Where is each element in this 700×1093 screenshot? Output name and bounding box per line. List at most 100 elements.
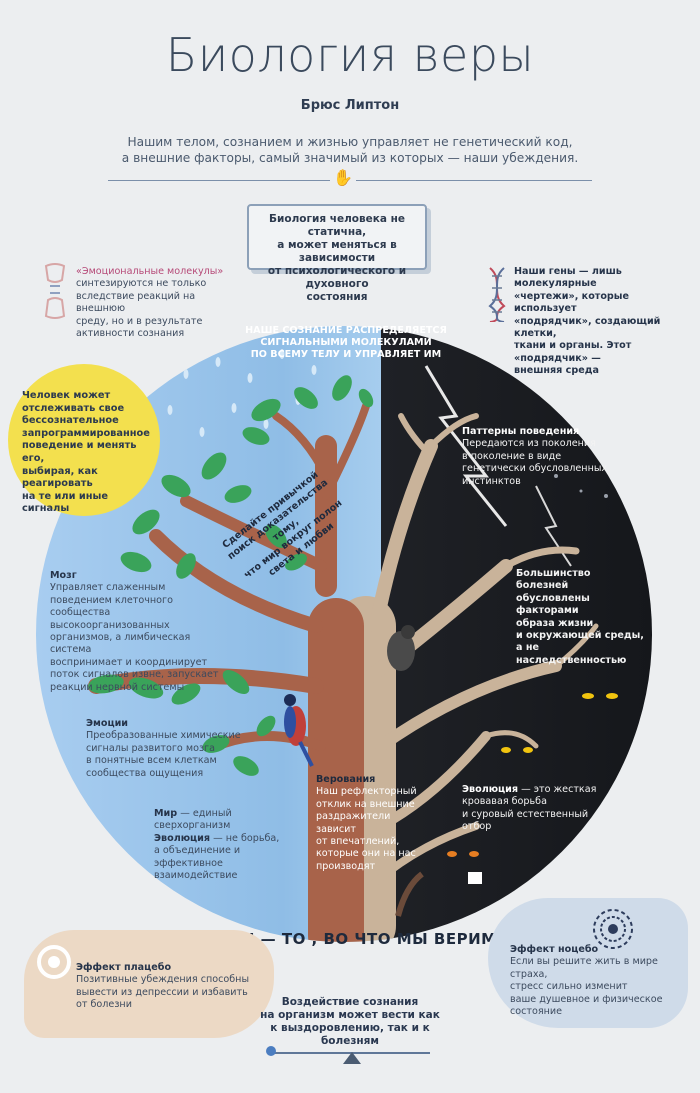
spiral-icon: [593, 909, 633, 949]
note-line: Если вы решите жить в мире страха,: [510, 956, 658, 980]
evolution-struggle-note: Эволюция — это жесткая кровавая борьба и…: [462, 784, 602, 834]
note-line: и окружающей среды,: [516, 630, 644, 642]
note-line: генетически обусловленных: [462, 463, 608, 475]
note-line: вывести из депрессии и избавить: [76, 986, 248, 998]
note-line: отклик на внешние: [316, 798, 415, 810]
caption-line: ПО ВСЕМУ ТЕЛУ И УПРАВЛЯЕТ ИМ: [250, 349, 442, 360]
author: Брюс Липтон: [300, 98, 400, 113]
note-line: от болезни: [76, 999, 132, 1011]
box-line: от психологического и духовного: [267, 265, 407, 290]
balance-fulcrum-icon: [343, 1052, 361, 1064]
note-line: «Эмоциональные молекулы»: [76, 266, 224, 277]
note-line: «подрядчик», создающий клетки,: [514, 315, 661, 340]
intro-line: Нашим телом, сознанием и жизнью управляе…: [127, 135, 573, 149]
note-title: Паттерны поведения: [462, 426, 580, 437]
note-line: стресс сильно изменит: [510, 981, 628, 993]
center-line: Воздействие сознания: [281, 996, 419, 1008]
sun-line: запрограммированное: [22, 427, 150, 439]
note-line: отбор: [462, 821, 492, 833]
beliefs-note: Верования Наш рефлекторный отклик на вне…: [316, 774, 426, 873]
note-line: вследствие реакций на внешнюю: [76, 290, 196, 315]
note-line: взаимодействие: [154, 870, 238, 882]
joint-icon: [44, 263, 66, 319]
note-line: сигналы развитого мозга: [86, 742, 215, 754]
note-line: Наш рефлекторный: [316, 786, 417, 798]
intro-line: а внешние факторы, самый значимый из кот…: [121, 151, 579, 165]
emotional-molecules-note: «Эмоциональные молекулы» синтезируются н…: [76, 266, 246, 340]
sun-line: выбирая, как реагировать: [22, 465, 98, 490]
emotions-note: Эмоции Преобразованные химические сигнал…: [86, 718, 246, 780]
note-line: Преобразованные химические: [86, 730, 241, 742]
diseases-note: Большинство болезней обусловлены фактора…: [516, 568, 646, 667]
bird-icon: [284, 694, 314, 767]
consciousness-impact-text: Воздействие сознания на организм может в…: [240, 996, 460, 1048]
note-line: сообщества ощущения: [86, 767, 204, 779]
sun-note: Человек может отслеживать свое бессознат…: [8, 364, 160, 516]
note-line: ткани и органы. Этот «подрядчик» —: [514, 340, 632, 364]
centipede-icon: [395, 871, 424, 917]
note-line: Позитивные убеждения способны: [76, 974, 250, 986]
nocebo-note: Эффект ноцебо Если вы решите жить в мире…: [510, 944, 686, 1018]
caption-line: СИГНАЛЬНЫМИ МОЛЕКУЛАМИ: [260, 337, 432, 348]
living-tree: [88, 402, 370, 942]
sun-line: поведение и менять его,: [22, 440, 137, 464]
dna-icon: [488, 267, 506, 322]
note-title: Эмоции: [86, 718, 129, 729]
intro-text: Нашим телом, сознанием и жизнью управляе…: [100, 134, 600, 166]
note-line: внешняя среда: [514, 365, 599, 377]
box-line: состояния: [306, 291, 368, 303]
note-line: Эволюция — не борьба,: [154, 832, 280, 844]
note-title: Эффект плацебо: [76, 962, 172, 973]
leaves: [88, 375, 374, 776]
sun-line: на те или иные сигналы: [22, 490, 108, 515]
motto: МЫ — ТО , ВО ЧТО МЫ ВЕРИМ: [223, 930, 497, 948]
lightning-icon: [424, 365, 508, 527]
note-line: обусловлены факторами: [516, 592, 590, 617]
note-line: раздражители зависит: [316, 811, 391, 835]
center-line: к выздоровлению, так и к болезням: [270, 1022, 430, 1047]
hand-icon: ✋: [330, 166, 356, 190]
box-line: а может меняться в зависимости: [277, 239, 397, 264]
caption-line: НАШЕ СОЗНАНИЕ РАСПРЕДЕЛЯЕТСЯ: [245, 325, 447, 336]
note-line: производят: [316, 860, 376, 872]
sun-line: Человек может: [22, 390, 111, 401]
note-line: Передаются из поколения: [462, 438, 596, 450]
note-title: Верования: [316, 774, 376, 785]
note-line: в понятные всем клеткам: [86, 755, 217, 767]
sun-line: отслеживать свое: [22, 402, 125, 414]
note-line: образа жизни: [516, 617, 594, 629]
note-line: Управляет слаженным: [50, 582, 166, 594]
note-line: Эволюция — это жесткая: [462, 784, 597, 795]
note-line: в поколение в виде: [462, 450, 562, 462]
note-line: «чертежи», которые использует: [514, 290, 629, 315]
tree-illustration: [88, 349, 618, 942]
note-line: ваше душевное и физическое: [510, 993, 663, 1005]
note-line: а объединение и эффективное: [154, 845, 241, 869]
note-line: инстинктов: [462, 475, 521, 487]
predator-eyes: [447, 693, 618, 857]
brain-note: Мозг Управляет слаженным поведением клет…: [50, 570, 225, 694]
note-line: которые они на нас: [316, 848, 416, 860]
note-line: состояние: [510, 1006, 563, 1018]
target-icon: [37, 945, 71, 979]
note-line: синтезируются не только: [76, 278, 207, 290]
note-line: сообщества высокоорганизованных: [50, 607, 170, 631]
note-line: воспринимает и координирует: [50, 656, 208, 668]
patterns-note: Паттерны поведения Передаются из поколен…: [462, 426, 622, 488]
note-line: кровавая борьба: [462, 796, 547, 808]
note-line: организмов, а лимбическая система: [50, 632, 191, 656]
genes-note: Наши гены — лишь молекулярные «чертежи»,…: [514, 266, 694, 378]
note-title: Мозг: [50, 570, 77, 581]
note-line: и суровый естественный: [462, 808, 589, 820]
sun-line: бессознательное: [22, 415, 119, 427]
placebo-blob: [24, 930, 274, 1038]
note-line: активности сознания: [76, 328, 185, 340]
world-note: Мир — единый сверхорганизм Эволюция — не…: [154, 808, 304, 882]
dead-tree: [336, 413, 599, 942]
center-line: на организм может вести как: [260, 1009, 440, 1021]
note-line: Большинство болезней: [516, 568, 591, 592]
note-line: реакции нервной системы: [50, 681, 185, 693]
box-line: Биология человека не статична,: [269, 213, 405, 238]
note-line: поведением клеточного: [50, 594, 173, 606]
note-line: Мир — единый сверхорганизм: [154, 808, 232, 832]
